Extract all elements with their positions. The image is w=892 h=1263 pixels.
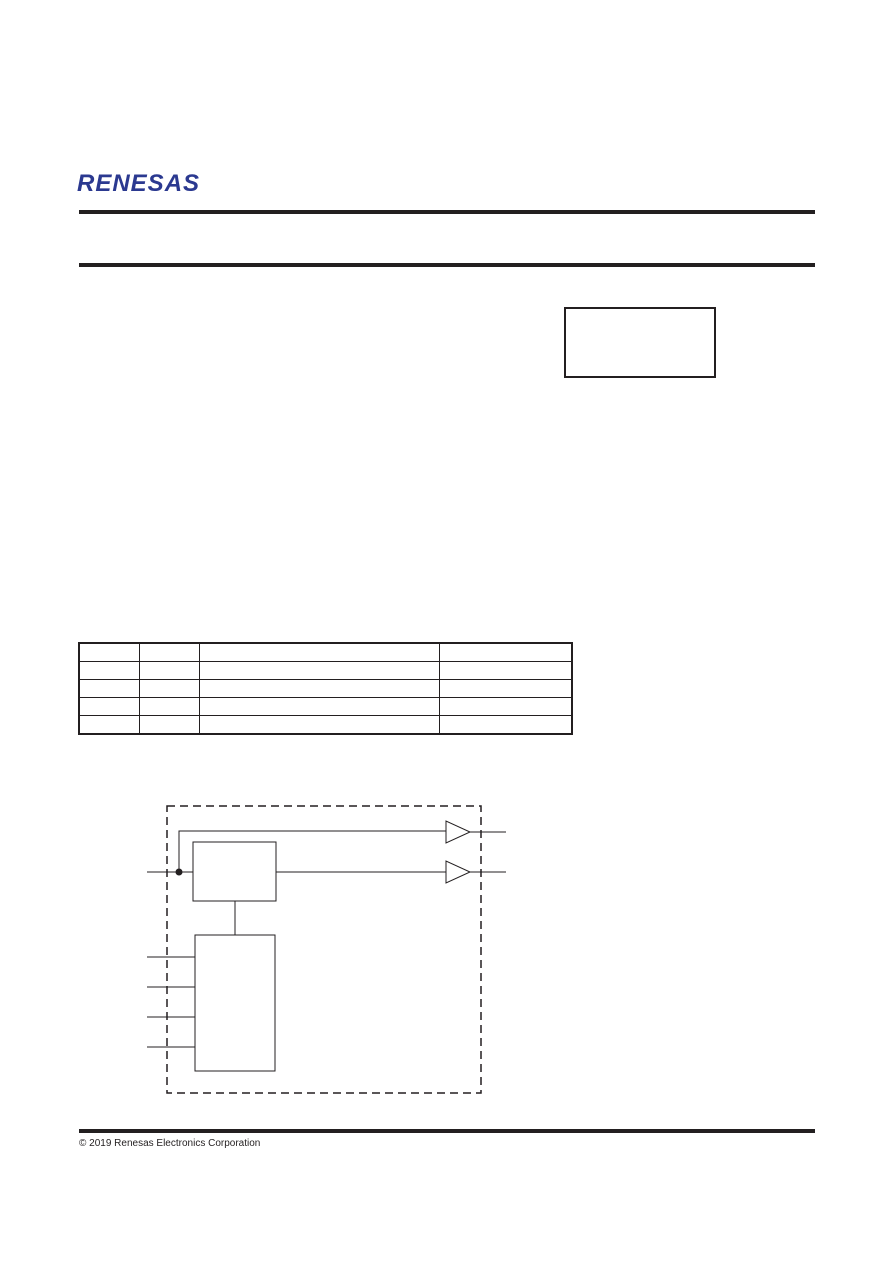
- table-row: [78, 715, 573, 735]
- table-cell: [199, 642, 440, 662]
- bypass-line: [178, 830, 446, 872]
- table-row: [78, 642, 573, 662]
- part-number-box: [564, 307, 716, 378]
- top-rule: [79, 210, 815, 214]
- table-cell: [199, 679, 440, 698]
- control-block: [194, 934, 276, 1072]
- table-row: [78, 679, 573, 698]
- output-buffer: [445, 860, 472, 884]
- table-cell: [439, 679, 573, 698]
- renesas-logo: RENESAS: [77, 170, 200, 196]
- table-cell: [78, 679, 140, 698]
- table-cell: [139, 642, 200, 662]
- copyright-text: © 2019 Renesas Electronics Corporation: [79, 1138, 261, 1149]
- table-cell: [439, 642, 573, 662]
- table-row: [78, 697, 573, 716]
- spec-table: [78, 642, 573, 735]
- table-cell: [78, 642, 140, 662]
- table-cell: [139, 715, 200, 735]
- table-row: [78, 661, 573, 680]
- footer-rule: [79, 1129, 815, 1133]
- output-buffer: [445, 820, 472, 844]
- pll-block: [192, 841, 277, 902]
- table-cell: [78, 661, 140, 680]
- table-cell: [439, 697, 573, 716]
- table-cell: [139, 679, 200, 698]
- table-cell: [139, 661, 200, 680]
- table-cell: [199, 715, 440, 735]
- table-cell: [439, 661, 573, 680]
- table-cell: [139, 697, 200, 716]
- title-rule: [79, 263, 815, 267]
- table-cell: [439, 715, 573, 735]
- table-cell: [78, 715, 140, 735]
- table-cell: [78, 697, 140, 716]
- table-cell: [199, 661, 440, 680]
- chip-boundary: [166, 805, 482, 1094]
- block-diagram: [147, 805, 506, 1094]
- table-cell: [199, 697, 440, 716]
- logo-text: RENESAS: [77, 170, 200, 196]
